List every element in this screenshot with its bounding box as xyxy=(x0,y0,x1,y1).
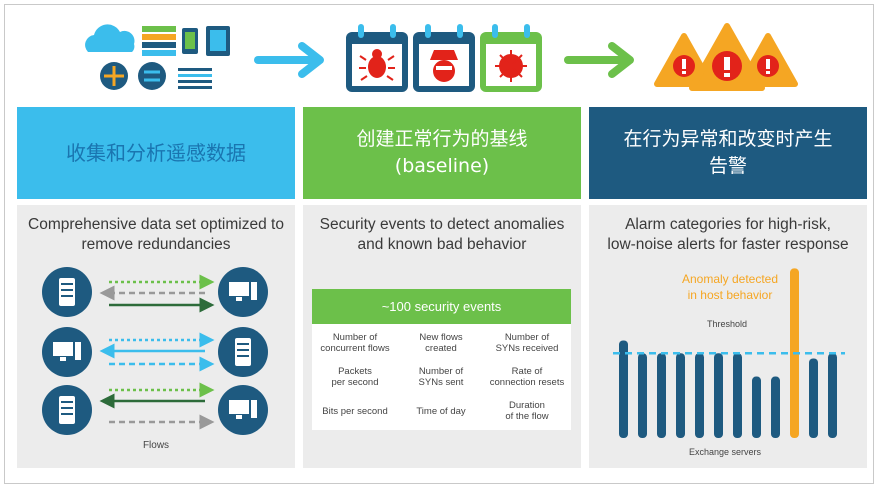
tablet-icon xyxy=(206,26,230,56)
column-header-baseline: 创建正常行为的基线 (baseline) xyxy=(303,107,581,199)
server-bar xyxy=(714,353,723,438)
flows-diagram xyxy=(42,267,268,435)
monitor-icon xyxy=(218,267,268,317)
server-bar xyxy=(676,353,685,438)
switch-list-icon xyxy=(178,68,212,89)
subtitle-line2: remove redundancies xyxy=(81,236,231,253)
header-line1: 收集和分析遥感数据 xyxy=(66,140,246,165)
monitor-icon xyxy=(42,327,92,377)
header-line1: 创建正常行为的基线 xyxy=(356,128,528,150)
server-bar xyxy=(619,340,628,438)
server-bar xyxy=(752,376,761,438)
top-icon-row xyxy=(85,23,798,92)
subtitle-line1: Alarm categories for high-risk, xyxy=(625,216,831,233)
threshold-label: Threshold xyxy=(706,319,748,329)
switch-icon xyxy=(138,62,166,90)
alarm-chart xyxy=(613,268,845,438)
server-stack-icon xyxy=(142,26,176,56)
virus-icon xyxy=(480,24,542,92)
security-events-title: ~100 security events xyxy=(312,289,571,324)
panel-alert xyxy=(589,205,867,468)
header-line1: 在行为异常和改变时产生 xyxy=(623,128,833,150)
server-icon xyxy=(218,327,268,377)
bug-icon xyxy=(346,24,408,92)
event-cell: Bits per second xyxy=(322,406,388,417)
server-bar xyxy=(657,353,666,438)
subtitle-line1: Security events to detect anomalies xyxy=(319,216,565,233)
server-icon xyxy=(42,385,92,435)
spy-icon xyxy=(413,24,475,92)
exchange-servers-label: Exchange servers xyxy=(688,447,762,457)
header-line2: 告警 xyxy=(708,155,747,177)
monitor-icon xyxy=(218,385,268,435)
subtitle-line2: low-noise alerts for faster response xyxy=(607,236,849,253)
arrow-right-icon xyxy=(254,42,324,78)
subtitle-collect: Comprehensive data set optimized to remov… xyxy=(17,215,295,255)
flow-arrows xyxy=(99,274,215,430)
server-bar xyxy=(809,358,818,438)
cloud-icon xyxy=(85,24,135,52)
subtitle-baseline: Security events to detect anomalies and k… xyxy=(303,215,581,255)
flows-caption: Flows xyxy=(142,440,170,451)
subtitle-alert: Alarm categories for high-risk, low-noise… xyxy=(589,215,867,255)
server-bar xyxy=(771,376,780,438)
server-bar xyxy=(695,353,704,438)
router-icon xyxy=(100,62,128,90)
subtitle-line2: and known bad behavior xyxy=(357,236,527,253)
alert-triangle-icon xyxy=(654,33,714,87)
column-header-collect: 收集和分析遥感数据 xyxy=(17,107,295,199)
server-bar xyxy=(638,353,647,438)
event-cell: Time of day xyxy=(416,406,466,417)
subtitle-line1: Comprehensive data set optimized to xyxy=(28,216,284,233)
arrow-right-icon xyxy=(564,42,634,78)
server-bar xyxy=(828,353,837,438)
server-bar xyxy=(733,353,742,438)
column-header-alert: 在行为异常和改变时产生告警 xyxy=(589,107,867,199)
server-icon xyxy=(42,267,92,317)
header-line2: (baseline) xyxy=(394,155,490,177)
phone-icon xyxy=(182,28,198,54)
alert-triangle-icon xyxy=(689,23,765,91)
